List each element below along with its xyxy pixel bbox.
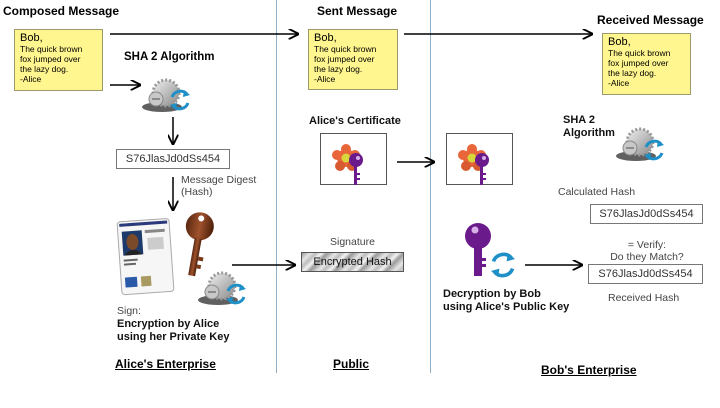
verify-line-2: Do they Match? [610,251,684,263]
sign-label: Sign: [117,305,141,317]
sent-message-title: Sent Message [317,4,398,18]
encryption-line-1: Encryption by Alice [117,318,220,330]
received-message-note: Bob, The quick brown fox jumped over the… [602,33,691,95]
bob-sha2-line-2: Algorithm [563,127,615,139]
calculated-hash-label: Calculated Hash [558,186,636,198]
bob-sha2-line-1: SHA 2 [563,114,595,126]
digest-line-2: (Hash) [181,186,213,198]
encryption-line-2: using her Private Key [117,331,230,343]
bob-enterprise-label: Bob's Enterprise [541,363,637,377]
alice-sha2-label: SHA 2 Algorithm [124,51,215,63]
alice-encryption-label: Encryption by Alice using her Private Ke… [117,318,230,344]
certificate-icon [458,144,489,185]
received-hash-box: S76JlasJd0dSs454 [588,264,703,284]
id-card-icon [116,218,175,296]
divider-public-bob [430,0,431,373]
received-hash-label: Received Hash [608,292,680,304]
decryption-line-2: using Alice's Public Key [443,301,570,313]
signature-label: Signature [330,236,375,248]
sent-message-note: Bob, The quick brown fox jumped over the… [308,29,398,90]
calculated-hash-box: S76JlasJd0dSs454 [590,204,703,224]
received-message-title: Received Message [597,13,704,27]
verify-label: = Verify: Do they Match? [592,239,702,263]
certificate-label: Alice's Certificate [309,115,401,127]
note-greeting: Bob, [314,32,337,44]
note-greeting: Bob, [20,32,43,44]
decryption-line-1: Decryption by Bob [443,288,541,300]
note-body: The quick brown fox jumped over the lazy… [20,44,83,84]
private-key-icon [185,212,214,277]
divider-alice-public [276,0,277,373]
encrypted-hash-box: Encrypted Hash [301,252,404,272]
bob-decryption-label: Decryption by Bob using Alice's Public K… [443,288,569,314]
alice-enterprise-label: Alice's Enterprise [115,357,216,371]
message-digest-label: Message Digest (Hash) [181,174,256,198]
certificate-icon [332,144,363,185]
alice-certificate-box [320,133,387,185]
bob-sha2-label: SHA 2 Algorithm [563,114,615,140]
public-zone-label: Public [333,357,370,371]
public-key-icon [465,223,491,276]
note-greeting: Bob, [608,36,631,48]
composed-message-note: Bob, The quick brown fox jumped over the… [14,29,103,91]
note-body: The quick brown fox jumped over the lazy… [608,48,671,88]
verify-line-1: = Verify: [627,239,667,251]
composed-message-title: Composed Message [3,4,120,18]
digest-line-1: Message Digest [181,174,257,186]
note-body: The quick brown fox jumped over the lazy… [314,44,377,84]
alice-hash-box: S76JlasJd0dSs454 [116,149,230,169]
cycle-arrows-icon [489,251,517,279]
